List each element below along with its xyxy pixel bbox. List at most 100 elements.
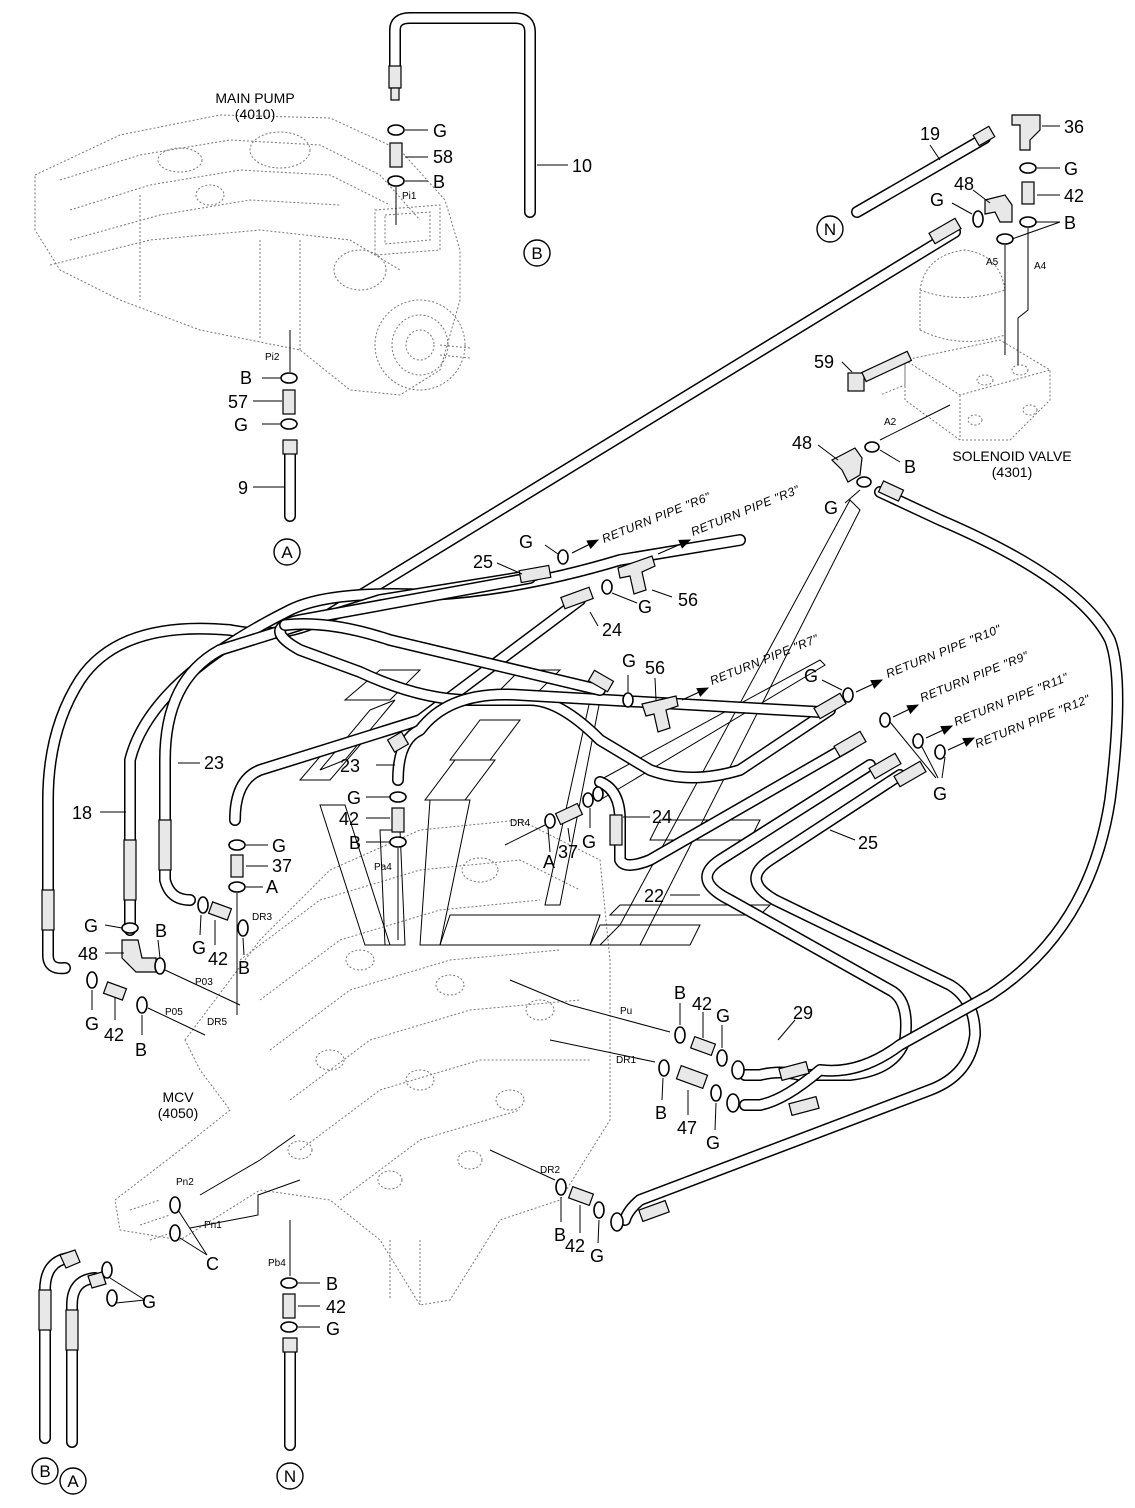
hose-end-fittings — [38, 217, 962, 1351]
port-labels: Pi1 Pi2 A5 A4 A2 DR4 Pa4 DR3 P03 P05 DR5… — [165, 191, 1047, 1269]
svg-text:59: 59 — [814, 352, 834, 372]
svg-text:G: G — [433, 121, 447, 141]
svg-text:42: 42 — [565, 1236, 585, 1256]
svg-text:42: 42 — [326, 1297, 346, 1317]
svg-text:56: 56 — [678, 590, 698, 610]
svg-text:23: 23 — [340, 756, 360, 776]
svg-text:B: B — [904, 457, 916, 477]
svg-text:B: B — [238, 958, 250, 978]
svg-text:N: N — [824, 220, 836, 239]
svg-text:36: 36 — [1064, 117, 1084, 137]
main-pump-name: MAIN PUMP — [215, 90, 294, 106]
hose-to-56b — [279, 618, 606, 696]
mcv-body — [114, 819, 611, 1306]
svg-text:A: A — [543, 852, 555, 872]
connector-a-pump: A — [273, 538, 301, 566]
svg-text:42: 42 — [339, 809, 359, 829]
svg-text:42: 42 — [1064, 186, 1084, 206]
return-arrows — [571, 539, 976, 751]
connector-b-top: B — [523, 239, 551, 267]
svg-text:G: G — [272, 836, 286, 856]
svg-text:9: 9 — [238, 478, 248, 498]
svg-text:Pn2: Pn2 — [176, 1177, 194, 1188]
fittings — [59, 114, 1041, 1333]
svg-text:29: 29 — [793, 1003, 813, 1023]
svg-text:47: 47 — [677, 1118, 697, 1138]
svg-text:DR4: DR4 — [510, 818, 530, 829]
svg-text:37: 37 — [558, 842, 578, 862]
solenoid-valve-code: (4301) — [992, 464, 1032, 480]
svg-text:56: 56 — [645, 658, 665, 678]
solenoid-valve-name: SOLENOID VALVE — [952, 448, 1071, 464]
svg-text:B: B — [39, 1462, 50, 1481]
svg-text:58: 58 — [433, 147, 453, 167]
svg-text:Pu: Pu — [620, 1006, 632, 1017]
svg-text:B: B — [155, 921, 167, 941]
svg-text:G: G — [622, 651, 636, 671]
svg-text:B: B — [326, 1274, 338, 1294]
svg-text:DR3: DR3 — [252, 912, 272, 923]
svg-text:A: A — [67, 1472, 79, 1491]
solenoid-valve-body — [879, 249, 1051, 441]
return-pipe-labels: RETURN PIPE "R6" RETURN PIPE "R3" RETURN… — [600, 482, 1093, 750]
svg-text:G: G — [824, 498, 838, 518]
svg-text:Pi1: Pi1 — [402, 191, 417, 202]
svg-text:N: N — [284, 1467, 296, 1486]
svg-text:25: 25 — [858, 833, 878, 853]
connector-b-bottom: B — [31, 1457, 59, 1485]
connector-n-bottom: N — [276, 1462, 304, 1490]
svg-text:G: G — [85, 1014, 99, 1034]
svg-text:19: 19 — [920, 124, 940, 144]
leader-lines — [91, 125, 1061, 1328]
svg-text:G: G — [1064, 159, 1078, 179]
svg-text:23: 23 — [204, 753, 224, 773]
svg-text:G: G — [590, 1246, 604, 1266]
svg-text:22: 22 — [644, 886, 664, 906]
mcv-name: MCV — [162, 1089, 194, 1105]
svg-text:G: G — [326, 1319, 340, 1339]
svg-text:57: 57 — [228, 392, 248, 412]
svg-text:A5: A5 — [986, 257, 999, 268]
svg-text:B: B — [1064, 213, 1076, 233]
svg-text:G: G — [638, 597, 652, 617]
svg-text:G: G — [84, 916, 98, 936]
svg-text:G: G — [933, 784, 947, 804]
svg-text:42: 42 — [104, 1025, 124, 1045]
svg-text:48: 48 — [954, 174, 974, 194]
hose-bottom-b — [39, 1252, 74, 1444]
main-pump-code: (4010) — [235, 106, 275, 122]
svg-text:A: A — [266, 877, 278, 897]
svg-text:B: B — [240, 368, 252, 388]
svg-text:B: B — [554, 1225, 566, 1245]
svg-text:B: B — [349, 833, 361, 853]
svg-text:A2: A2 — [884, 417, 897, 428]
svg-text:Pa4: Pa4 — [374, 862, 392, 873]
svg-text:10: 10 — [572, 156, 592, 176]
svg-text:G: G — [192, 938, 206, 958]
hose-24-mid — [594, 739, 856, 871]
hose-23-mid — [392, 688, 826, 786]
svg-text:G: G — [930, 190, 944, 210]
callout-labels: G 58 B 10 19 36 G 42 B 48 G B 57 G 9 59 … — [72, 117, 1084, 1339]
svg-text:B: B — [433, 172, 445, 192]
svg-text:B: B — [674, 983, 686, 1003]
svg-text:18: 18 — [72, 803, 92, 823]
svg-text:A4: A4 — [1034, 261, 1047, 272]
svg-text:C: C — [206, 1254, 219, 1274]
svg-text:G: G — [142, 1292, 156, 1312]
svg-text:G: G — [519, 532, 533, 552]
svg-text:A: A — [281, 543, 293, 562]
svg-text:P03: P03 — [195, 977, 213, 988]
hose-25-mid — [619, 769, 981, 1226]
svg-text:Pn1: Pn1 — [204, 1220, 222, 1231]
main-pump-body — [34, 114, 471, 396]
hose-long-upper — [42, 226, 961, 975]
hose-bottom-a — [66, 1272, 101, 1448]
svg-text:G: G — [347, 788, 361, 808]
svg-text:DR2: DR2 — [540, 1165, 560, 1176]
svg-text:Pi2: Pi2 — [265, 352, 280, 363]
svg-text:B: B — [135, 1040, 147, 1060]
svg-text:G: G — [706, 1133, 720, 1153]
svg-text:DR5: DR5 — [207, 1017, 227, 1028]
